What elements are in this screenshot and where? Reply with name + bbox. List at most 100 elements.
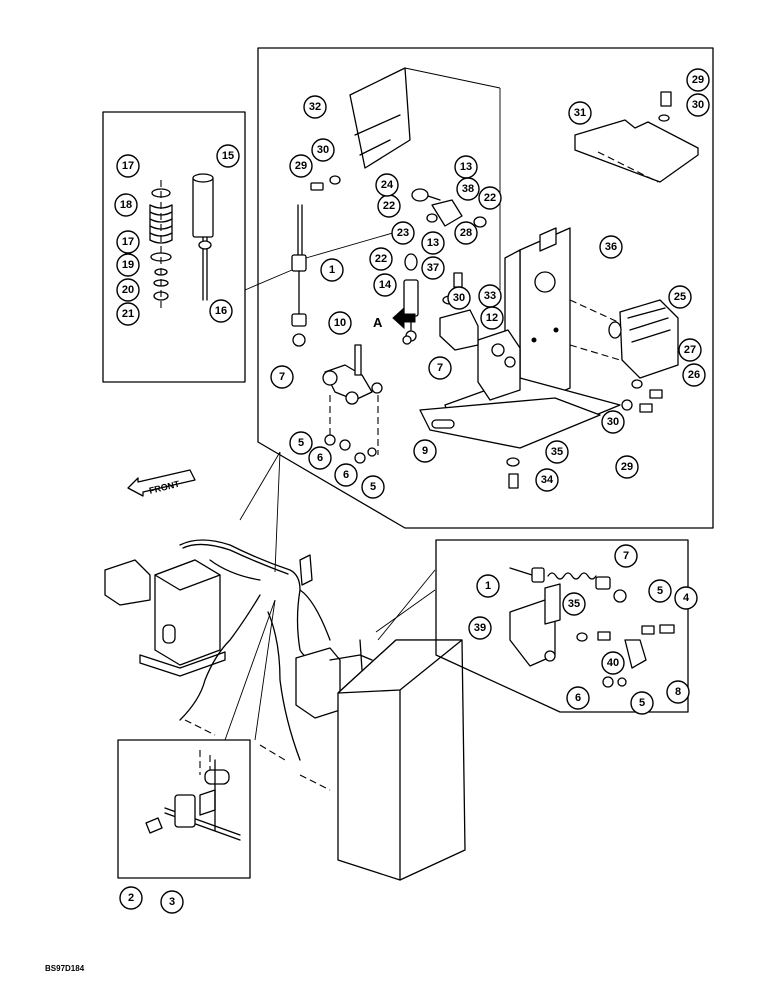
callout-circle [566,686,590,710]
callout-number: 8 [675,686,681,698]
front-arrow: FRONT [127,469,196,497]
drawing-code: BS97D184 [45,964,85,973]
callout-circle [447,286,471,310]
callout-number: 39 [474,622,486,634]
callout-37: 37 [421,256,445,280]
callout-22: 22 [377,194,401,218]
base-plate-9 [419,397,601,449]
callout-21: 21 [116,302,140,326]
callout-1: 1 [320,258,344,282]
shield-plate-32 [349,67,411,169]
callout-circle [270,365,294,389]
inset-leader [377,569,436,641]
callout-circle [373,273,397,297]
callout-number: 26 [688,369,700,381]
callout-number: 1 [329,264,335,276]
view-arrow-a [392,306,416,330]
callout-number: 5 [657,585,663,597]
clamp-assembly [145,759,241,841]
callout-circle [666,680,690,704]
callout-circle [686,93,710,117]
callout-number: 1 [485,580,491,592]
callout-number: 6 [317,452,323,464]
callout-circle [678,338,702,362]
callout-20: 20 [116,278,140,302]
callout-number: 25 [674,291,686,303]
rod-cylinder [192,173,214,301]
main-detail-frame [257,47,714,529]
callout-number: 13 [460,161,472,173]
callout-circle [428,356,452,380]
callout-circle [601,651,625,675]
callout-number: 2 [128,892,134,904]
callout-circle [421,231,445,255]
callout-22: 22 [369,247,393,271]
detail-leader [244,269,293,291]
lever-10 [322,344,383,405]
callout-29: 29 [289,154,313,178]
callout-circle [303,95,327,119]
callout-22: 22 [478,186,502,210]
cable-end-assembly [509,567,675,688]
callout-3: 3 [160,890,184,914]
callout-2: 2 [119,886,143,910]
callout-circle [116,302,140,326]
callout-number: 22 [484,192,496,204]
callout-number: 38 [462,183,474,195]
callout-circle [648,579,672,603]
callout-30: 30 [601,410,625,434]
callout-31: 31 [568,101,592,125]
callout-circle [599,235,623,259]
callout-number: 31 [574,107,586,119]
callout-circle [686,68,710,92]
callout-1: 1 [476,574,500,598]
callout-39: 39 [468,616,492,640]
callout-number: 40 [607,657,619,669]
callout-6: 6 [308,446,332,470]
callout-circle [674,586,698,610]
callout-number: 30 [453,292,465,304]
spring-detail-box [102,111,246,383]
callout-number: 30 [607,416,619,428]
callout-circle [615,455,639,479]
callout-number: 15 [222,150,234,162]
callout-number: 28 [460,227,472,239]
callout-circle [216,144,240,168]
callout-number: 5 [639,697,645,709]
callout-circle [476,574,500,598]
frame-leader [274,451,281,573]
callout-number: 29 [692,74,704,86]
callout-number: 27 [684,344,696,356]
callout-36: 36 [599,235,623,259]
callout-circle [391,221,415,245]
inset-leader [375,589,436,633]
callout-circle [375,173,399,197]
view-label-a: A [373,315,383,330]
callout-circle [413,439,437,463]
callout-10: 10 [328,311,352,335]
callout-30: 30 [686,93,710,117]
callout-circle [311,138,335,162]
callout-number: 6 [575,692,581,704]
callout-number: 3 [169,896,175,908]
callout-number: 17 [122,160,134,172]
callout-29: 29 [615,455,639,479]
callout-circle [468,616,492,640]
callout-number: 5 [298,437,304,449]
callout-number: 29 [621,461,633,473]
inset-leader [254,599,276,741]
clamp-axis [199,750,211,775]
callout-circle [209,299,233,323]
callout-number: 10 [334,317,346,329]
callout-number: 35 [568,598,580,610]
callout-number: 24 [381,179,394,191]
callout-number: 7 [623,550,629,562]
callout-5: 5 [289,431,313,455]
callout-circle [478,284,502,308]
callout-6: 6 [334,463,358,487]
callout-7: 7 [614,544,638,568]
pin-9 [431,419,455,429]
callout-7: 7 [270,365,294,389]
plate-32-lines [354,114,401,156]
motor-25 [608,299,679,379]
